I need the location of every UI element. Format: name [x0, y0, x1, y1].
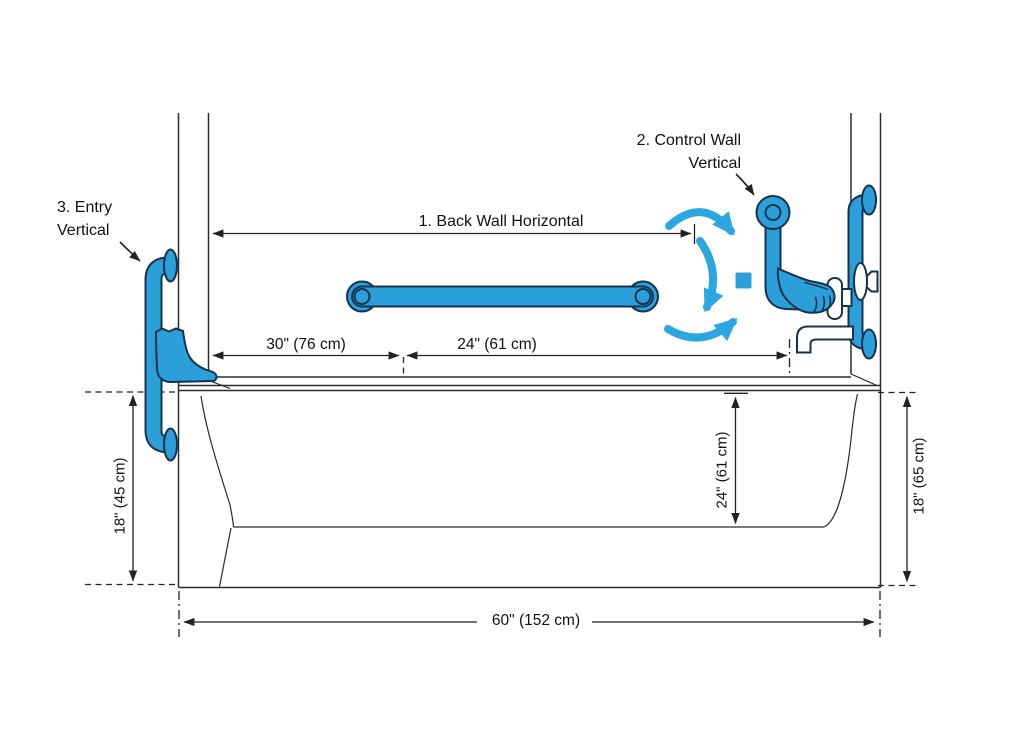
rotation-arrows-icon [664, 208, 752, 342]
entry-label-line2: Vertical [57, 222, 110, 239]
control-wall-label-line1: 2. Control Wall [636, 132, 741, 149]
entry-label-leader-arrow [119, 241, 141, 262]
dim-label-30in: 30" (76 cm) [266, 336, 346, 353]
faucet-spout-icon [796, 325, 854, 354]
control-wall-vertical-label: 2. Control Wall Vertical [637, 129, 741, 175]
dim-label-18in-left: 18" (45 cm) [111, 457, 129, 535]
entry-label-line1: 3. Entry [57, 199, 113, 216]
dim-tub-depth [724, 392, 748, 525]
dim-label-24in-depth: 24" (61 cm) [713, 431, 731, 509]
bathtub-outline [178, 373, 881, 589]
entry-vertical-grab-bar [144, 248, 178, 462]
control-wall-label-line2: Vertical [688, 155, 741, 172]
back-wall-horizontal-label: 1. Back Wall Horizontal [418, 213, 584, 230]
back-wall-horizontal-grab-bar [346, 280, 659, 313]
dim-label-24in-horizontal: 24" (61 cm) [457, 336, 537, 353]
faucet-knob [853, 262, 879, 301]
control-wall-vertical-grab-bar [755, 195, 802, 311]
hand-icon [776, 267, 836, 314]
dim-24in-span [402, 339, 791, 376]
control-label-leader-arrow [735, 173, 755, 196]
square-marker [735, 272, 752, 289]
dim-label-60in: 60" (152 cm) [491, 612, 581, 629]
entry-vertical-label: 3. Entry Vertical [57, 196, 112, 242]
foot-icon [154, 327, 218, 384]
dim-back-wall-horizontal [212, 224, 696, 244]
dim-tub-length [178, 591, 881, 637]
dim-control-height [878, 391, 919, 587]
dim-label-18in-right: 18" (65 cm) [910, 437, 928, 515]
